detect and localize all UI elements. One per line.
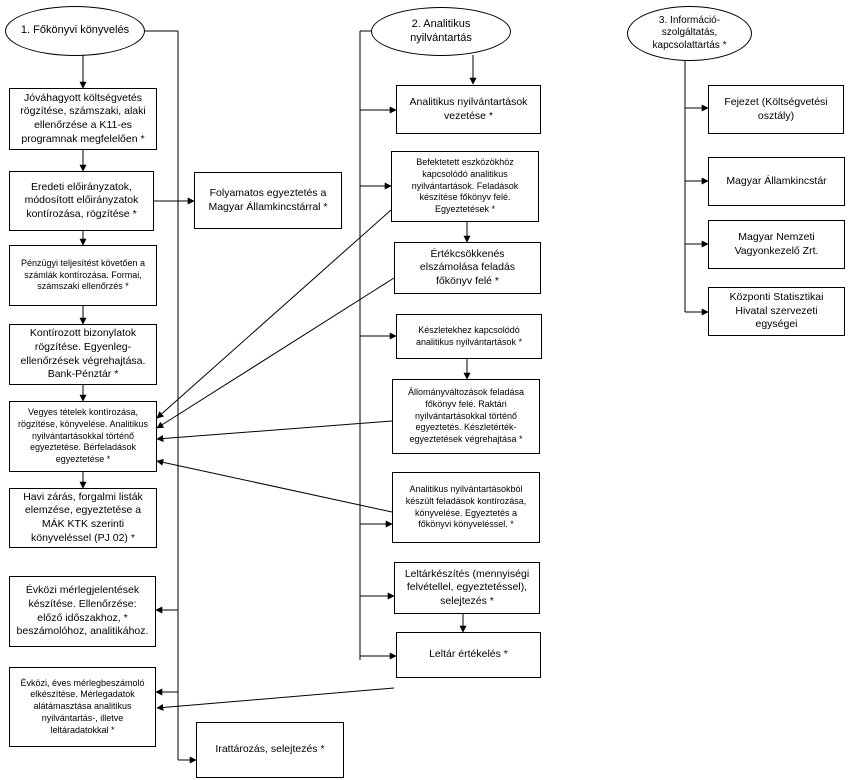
col2-box-3: Készletekhez kapcsolódó analitikus nyilv… [396,314,542,359]
col3-header-ellipse: 3. Információ-szolgáltatás, kapcsolattar… [627,6,752,61]
col1-box-2: Pénzügyi teljesítést követően a számlák … [9,245,157,306]
col3-box-2: Magyar Nemzeti Vagyonkezelő Zrt. [708,220,845,269]
col2-box-4: Állományváltozások feladása főkönyv felé… [392,379,540,454]
col2-header-ellipse: 2. Analitikus nyilvántartás [371,7,511,56]
link-befektetett-to-vegyes [156,209,392,419]
col2-box-2: Értékcsökkenés elszámolása feladás főkön… [394,242,541,294]
col1-box-3: Kontírozott bizonylatok rögzítése. Egyen… [9,324,157,385]
col2-box-5: Analitikus nyilvántartásokból készült fe… [392,472,540,543]
col1-bottom-box: Irattározás, selejtezés * [196,722,344,778]
link-analitikus-feladas-to-vegyes [156,458,393,513]
link-ertekcsokkenes-to-vegyes [156,277,395,429]
col1-box-0: Jóváhagyott költségvetés rögzítése, szám… [9,88,157,150]
link-allomany-to-vegyes [156,420,393,443]
col1-header-ellipse: 1. Főkönyvi könyvelés [5,6,145,56]
col3-box-1: Magyar Államkincstár [708,157,845,206]
col3-box-0: Fejezet (Költségvetési osztály) [708,85,844,134]
col1-box-1: Eredeti előirányzatok, módosított előirá… [9,171,154,231]
col1-box-4: Vegyes tételek kontírozása, rögzítése, k… [9,401,157,472]
col1-box-6: Évközi mérlegjelentések készítése. Ellen… [9,576,156,647]
col1-box-5: Havi zárás, forgalmi listák elemzése, eg… [9,488,157,548]
col1-side-box: Folyamatos egyeztetés a Magyar Államkinc… [194,172,342,229]
col2-box-0: Analitikus nyilvántartások vezetése * [396,85,541,134]
col1-box-7: Évközi, éves mérlegbeszámoló elkészítése… [9,667,156,747]
col2-box-7: Leltár értékelés * [396,632,541,678]
link-leltar-to-evkozi [156,687,395,711]
col2-box-6: Leltárkészítés (mennyiségi felvétellel, … [394,562,540,614]
col2-box-1: Befektetett eszközökhöz kapcsolódó anali… [391,151,539,222]
col3-box-3: Központi Statisztikai Hivatal szervezeti… [708,287,845,336]
